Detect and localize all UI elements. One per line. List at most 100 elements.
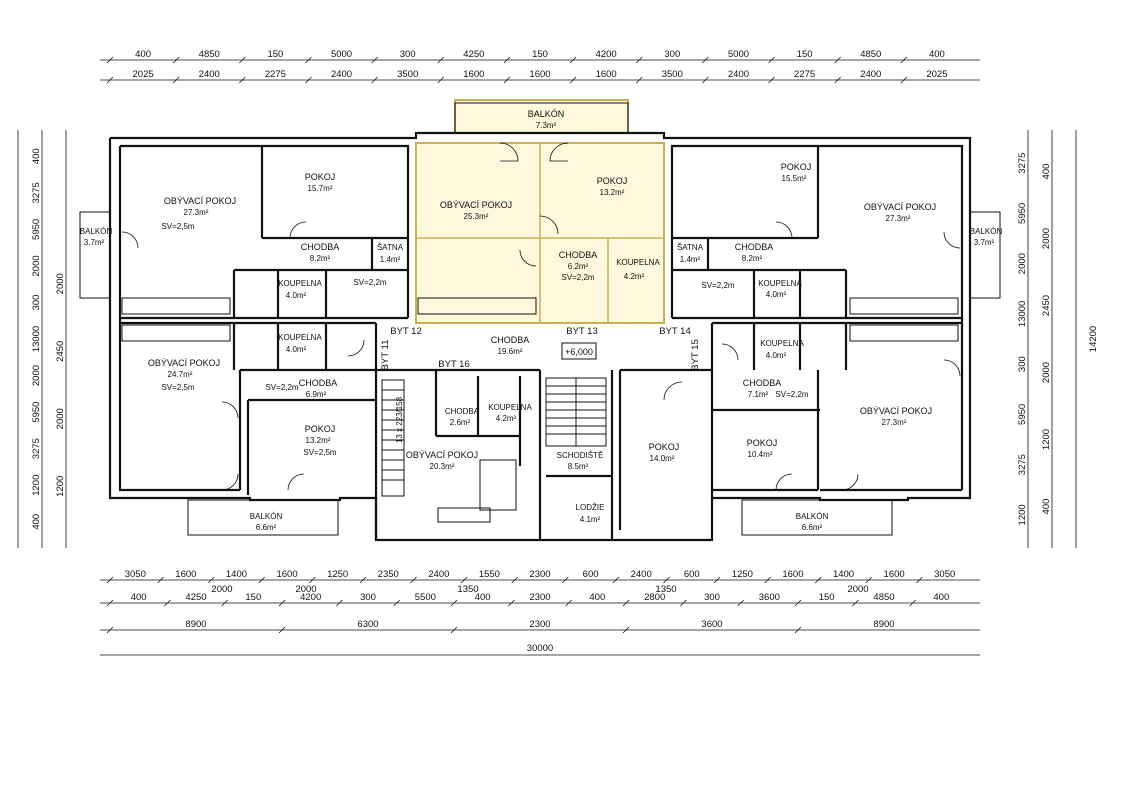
sv-pokoj11: SV=2,5m [303, 448, 336, 457]
dim-tick [221, 599, 228, 607]
dim-value: 400 [1041, 164, 1052, 180]
label-koup12: KOUPELNA [278, 279, 322, 288]
dim-value: 400 [1041, 499, 1052, 515]
flat-15: BYT 15 [690, 339, 701, 371]
dim-value: 1600 [529, 69, 550, 80]
dim-tick [239, 76, 246, 84]
dim-tick [157, 576, 164, 584]
label-chodba-c: CHODBA [491, 335, 530, 345]
dim-tick [450, 599, 458, 607]
dim-value: 400 [475, 592, 491, 603]
dim-value: 1200 [55, 476, 66, 497]
interior-walls [120, 146, 962, 540]
dim-value: 2000 [31, 365, 42, 386]
dim-tick [622, 626, 630, 634]
dim-tick [305, 56, 312, 64]
area-koup13: 4.2m² [624, 272, 645, 281]
flat-11: BYT 11 [380, 340, 391, 371]
dim-tick [852, 599, 859, 607]
dim-tick [437, 76, 445, 84]
area-koup16: 4.2m² [496, 414, 517, 423]
area-satna12: 1.4m² [380, 255, 401, 264]
room-labels: BALKÓN 7.3m² OBÝVACÍ POKOJ 25.3m² POKOJ … [80, 109, 1003, 532]
dim-value: 3500 [397, 69, 418, 80]
area-schod: 8.5m² [568, 462, 589, 471]
label-pokoj14: POKOJ [781, 162, 812, 172]
dim-value: 600 [583, 569, 599, 580]
dim-tick [164, 599, 171, 607]
level-mark: +6,000 [565, 347, 593, 357]
label-koup15: KOUPELNA [760, 339, 804, 348]
dim-value: 2000 [1041, 228, 1052, 249]
dim-value: 13000 [1017, 301, 1028, 327]
flat-14: BYT 14 [659, 326, 691, 337]
area-chodba12: 8.2m² [310, 254, 331, 263]
dim-tick [909, 599, 916, 607]
dim-value: 2400 [428, 569, 449, 580]
dim-tick [172, 56, 180, 64]
dim-value: 1200 [1041, 429, 1052, 450]
dim-value: 2400 [728, 69, 749, 80]
label-koup13: KOUPELNA [616, 258, 660, 267]
dim-value: 3600 [701, 619, 722, 630]
area-chodba15: 7.1m² [748, 390, 769, 399]
dim-value: 2350 [378, 569, 399, 580]
dim-value: 2400 [199, 69, 220, 80]
dim-value: 2400 [631, 569, 652, 580]
dim-value: 1600 [463, 69, 484, 80]
dim-value: 1200 [1017, 504, 1028, 525]
dim-tick [305, 76, 312, 84]
label-pokoj15a: POKOJ [649, 442, 680, 452]
area-satna14: 1.4m² [680, 255, 701, 264]
label-pokoj13: POKOJ [597, 176, 628, 186]
dim-value: 1600 [596, 69, 617, 80]
dim-value: 4250 [185, 592, 206, 603]
stairs-note: 13 x 223/158 [395, 396, 404, 443]
flat-13: BYT 13 [566, 326, 598, 337]
label-koup16: KOUPELNA [488, 403, 532, 412]
area-koup14: 4.0m² [766, 290, 787, 299]
dim-tick [814, 576, 822, 584]
label-schod: SCHODIŠTĚ [557, 451, 604, 460]
doors [121, 142, 961, 491]
dim-tick [565, 599, 572, 607]
dim-value: 4850 [860, 49, 881, 60]
dim-value: 300 [31, 295, 42, 311]
label-obyv12: OBÝVACÍ POKOJ [164, 196, 236, 206]
area-obyv12: 27.3m² [184, 208, 209, 217]
sv12: SV=2,2m [353, 278, 386, 287]
dim-tick [460, 576, 468, 584]
dim-tick [865, 576, 873, 584]
dim-value: 300 [1017, 356, 1028, 372]
dim-value: 1600 [175, 569, 196, 580]
dim-value: 2400 [331, 69, 352, 80]
dim-value: 2025 [133, 69, 154, 80]
dim-tick [900, 56, 908, 64]
label-chodba12: CHODBA [301, 242, 340, 252]
dim-value: 1600 [884, 569, 905, 580]
label-balkon-top: BALKÓN [528, 109, 565, 119]
label-obyv15: OBÝVACÍ POKOJ [860, 406, 932, 416]
dim-value: 400 [929, 49, 945, 60]
dim-tick [834, 56, 841, 64]
dim-tick [371, 76, 378, 84]
dim-value: 5950 [31, 402, 42, 423]
dim-value: 2000 [1041, 362, 1052, 383]
dim-tick [612, 576, 620, 584]
dim-value: 4850 [873, 592, 894, 603]
dim-tick [663, 576, 670, 584]
area-balkon-r: 3.7m² [974, 238, 995, 247]
area-balkon-top: 7.3m² [536, 121, 557, 130]
total-depth: 14200 [1088, 326, 1099, 352]
label-obyv11: OBÝVACÍ POKOJ [148, 358, 220, 368]
dim-value: 300 [664, 49, 680, 60]
dim-value: 1400 [226, 569, 247, 580]
label-pokoj15b: POKOJ [747, 438, 778, 448]
area-balkon-bl: 6.6m² [256, 523, 277, 532]
label-obyv13: OBÝVACÍ POKOJ [440, 200, 512, 210]
dim-value: 3600 [759, 592, 780, 603]
dim-value: 2000 [295, 584, 316, 595]
dim-value: 1400 [833, 569, 854, 580]
dim-tick [508, 599, 515, 607]
